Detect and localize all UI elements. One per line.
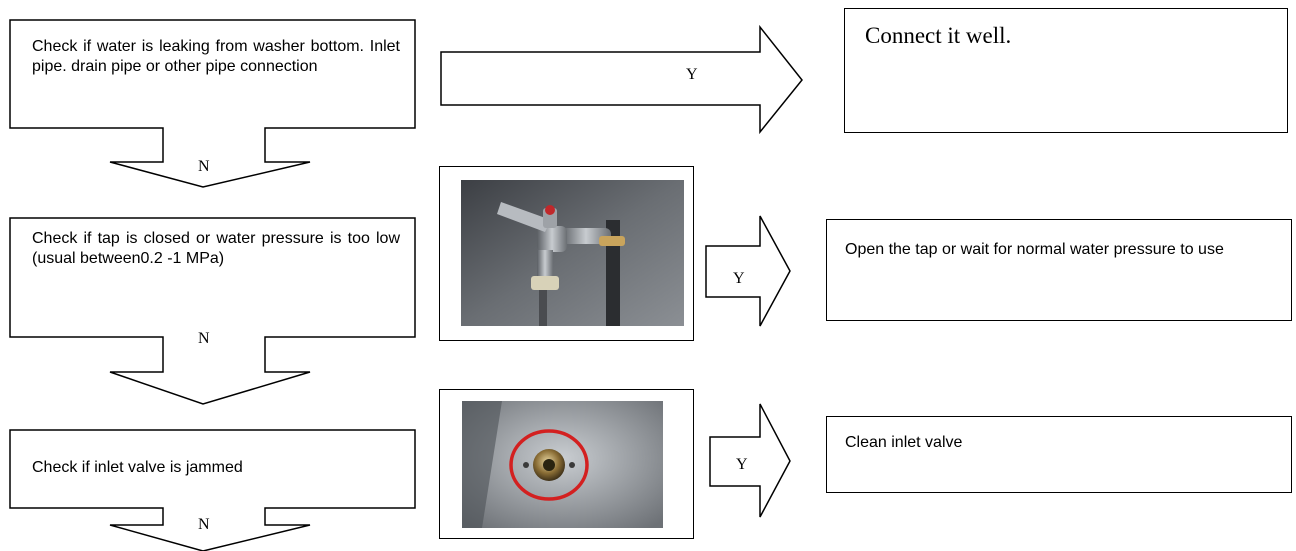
inlet-valve-photo bbox=[462, 401, 663, 528]
action-box-1: Connect it well. bbox=[844, 8, 1288, 133]
yes-label-1: Y bbox=[686, 66, 698, 83]
action-2-text: Open the tap or wait for normal water pr… bbox=[845, 241, 1224, 258]
action-1-text: Connect it well. bbox=[865, 23, 1012, 48]
question-3-text: Check if inlet valve is jammed bbox=[32, 459, 243, 476]
yes-arrow-1 bbox=[440, 24, 803, 135]
no-label-2: N bbox=[198, 330, 210, 347]
action-box-3: Clean inlet valve bbox=[826, 416, 1292, 493]
question-3-box-arrow bbox=[9, 429, 416, 551]
photo-frame-valve bbox=[439, 389, 694, 539]
action-3-text: Clean inlet valve bbox=[845, 434, 963, 451]
yes-label-2: Y bbox=[733, 270, 745, 287]
water-tap-photo bbox=[461, 180, 684, 326]
yes-arrow-3 bbox=[709, 403, 791, 518]
question-1-text: Check if water is leaking from washer bo… bbox=[32, 38, 400, 75]
yes-arrow-2 bbox=[705, 215, 791, 327]
no-label-1: N bbox=[198, 158, 210, 175]
yes-label-3: Y bbox=[736, 456, 748, 473]
photo-frame-tap bbox=[439, 166, 694, 341]
action-box-2: Open the tap or wait for normal water pr… bbox=[826, 219, 1292, 321]
no-label-3: N bbox=[198, 516, 210, 533]
question-2-box-arrow bbox=[9, 217, 416, 405]
question-2-text: Check if tap is closed or water pressure… bbox=[32, 230, 400, 267]
question-1-box-arrow bbox=[9, 19, 416, 188]
